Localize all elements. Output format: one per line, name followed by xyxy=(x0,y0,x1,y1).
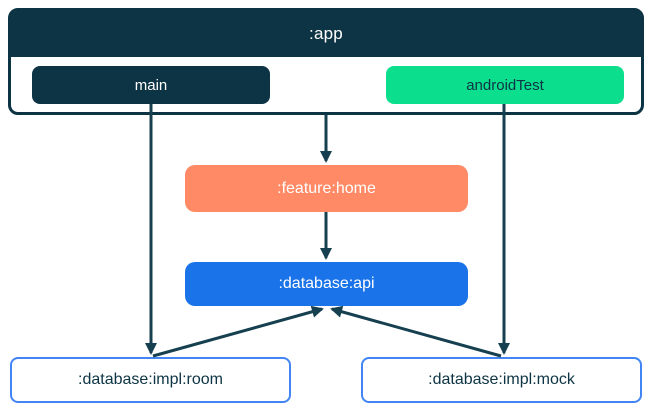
node-database-impl-room: :database:impl:room xyxy=(10,357,291,403)
node-feature-home: :feature:home xyxy=(185,165,468,212)
edge-database-impl-mock-to-database-api xyxy=(330,305,502,358)
edge-database-impl-room-to-database-api xyxy=(152,305,324,358)
source-set-main: main xyxy=(32,66,270,104)
node-database-api: :database:api xyxy=(185,262,468,306)
node-database-impl-mock: :database:impl:mock xyxy=(361,357,642,403)
source-set-androidtest: androidTest xyxy=(386,66,624,104)
app-module-header: :app xyxy=(11,11,641,57)
